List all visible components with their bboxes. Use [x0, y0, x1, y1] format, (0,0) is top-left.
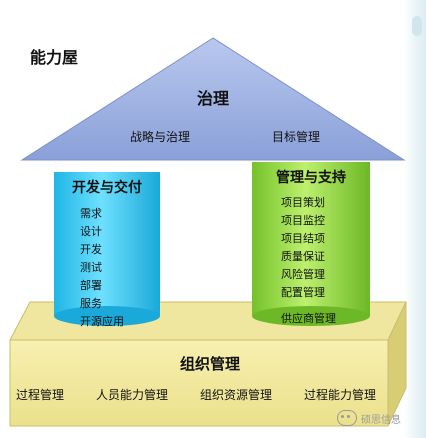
- left-pillar-item: 设计: [80, 225, 102, 238]
- right-pillar-item: 风险管理: [281, 268, 325, 281]
- right-pillar-item: 项目策划: [281, 196, 325, 209]
- decorative-shape: [412, 16, 422, 36]
- watermark: 硕思信息: [337, 410, 401, 426]
- left-pillar-item: 部署: [80, 279, 102, 292]
- left-pillar-item: 测试: [80, 261, 102, 274]
- left-pillar-item: 需求: [80, 207, 102, 220]
- base-item: 过程能力管理: [303, 388, 376, 402]
- watermark-text: 硕思信息: [361, 414, 401, 426]
- page-title: 能力屋: [30, 48, 79, 67]
- left-pillar-item-list: 需求 设计 开发 测试 部署 服务 开源应用: [80, 205, 124, 331]
- base-title: 组织管理: [179, 355, 240, 373]
- roof-shape: [20, 37, 406, 161]
- roof-item-list: 战略与治理 目标管理: [130, 128, 320, 145]
- base-item: 过程管理: [16, 388, 65, 402]
- roof-title: 治理: [196, 89, 229, 108]
- right-pillar-bottom: [252, 306, 370, 326]
- left-pillar-item: 开发: [80, 243, 102, 256]
- base-item: 组织资源管理: [199, 388, 272, 402]
- right-pillar-item: 质量保证: [281, 250, 325, 263]
- right-edge-strip: [404, 0, 426, 438]
- right-pillar-item: 项目监控: [281, 214, 325, 227]
- left-pillar-item: 开源应用: [80, 315, 124, 328]
- roof-item: 目标管理: [271, 130, 320, 144]
- left-pillar-item: 服务: [80, 297, 102, 310]
- right-pillar-body: [252, 162, 370, 316]
- roof-item: 战略与治理: [130, 130, 191, 144]
- wechat-icon: [337, 410, 357, 426]
- right-pillar-item: 供应商管理: [281, 312, 336, 325]
- base-item-list: 过程管理 人员能力管理 组织资源管理 过程能力管理: [16, 386, 376, 403]
- right-pillar-item: 配置管理: [281, 286, 325, 299]
- right-pillar-item: 项目结项: [281, 232, 325, 245]
- right-pillar-title: 管理与支持: [276, 170, 346, 186]
- left-pillar-body: [54, 172, 160, 316]
- left-pillar-bottom: [54, 306, 160, 326]
- base-item: 人员能力管理: [95, 388, 168, 402]
- left-pillar-title: 开发与交付: [72, 180, 142, 196]
- base-slab-front: [9, 339, 389, 427]
- right-pillar-item-list: 项目策划 项目监控 项目结项 质量保证 风险管理 配置管理 供应商管理: [281, 194, 336, 328]
